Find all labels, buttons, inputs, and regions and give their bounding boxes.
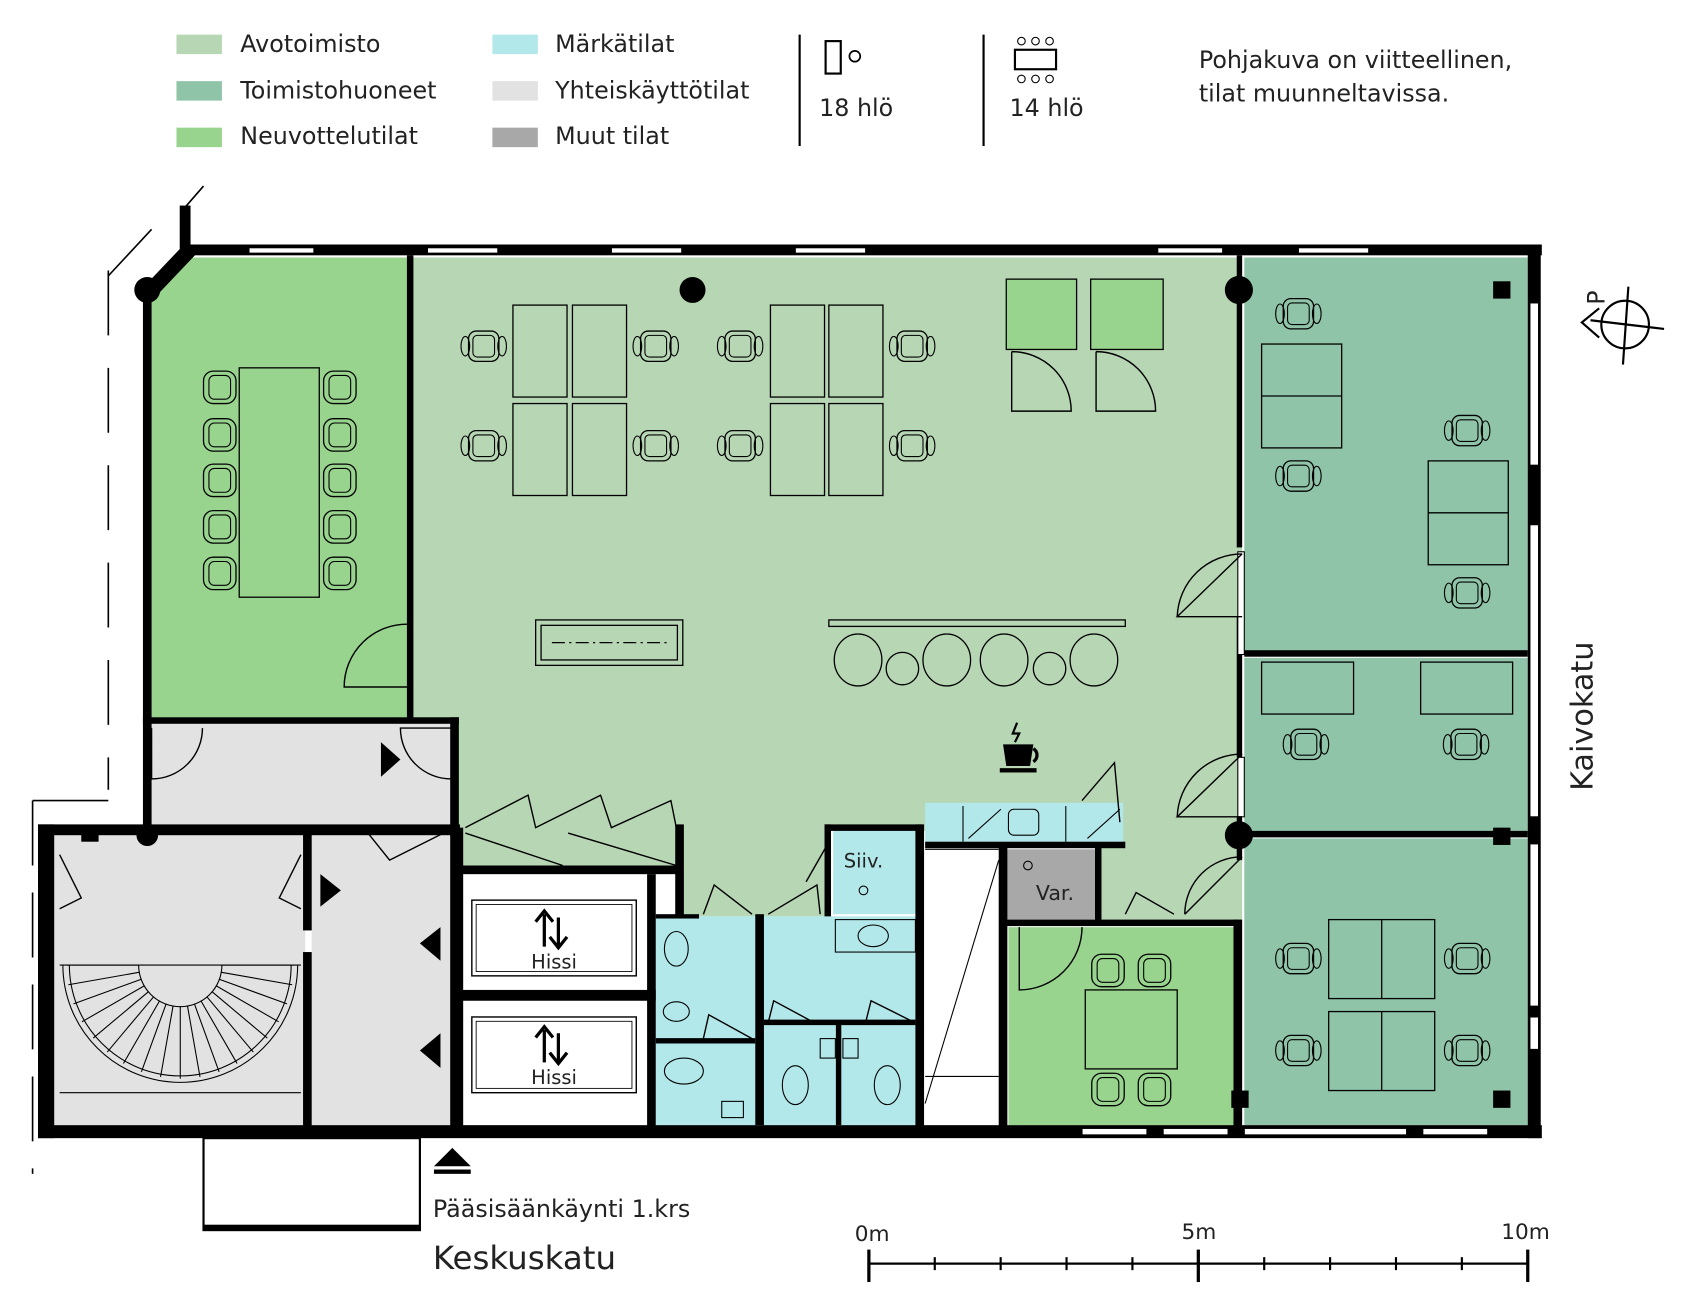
stair-tread [140,1003,167,1072]
elevator-2: Hissi [471,1016,637,1094]
compass-label: P [1583,290,1611,304]
column [136,824,159,847]
elevator-arrows-icon [534,908,569,951]
legend-label: Toimistohuoneet [239,76,436,104]
legend-swatch-markatilat [492,34,538,55]
stair-tread [106,996,155,1053]
workstation-icon [824,40,862,75]
stair-tread [211,991,268,1039]
legend-swatch-neuvottelu [176,127,222,148]
scale-bar: 0m 5m 10m [855,1220,1550,1283]
column [679,276,706,303]
capacity-workstations: 18 hlö [819,94,893,122]
column [1224,275,1253,305]
scale-label: 5m [1181,1220,1216,1245]
legend-label: Märkätilat [555,30,674,58]
elevator-arrows-icon [534,1024,569,1067]
legend-swatch-avotoimisto [176,34,222,55]
stair-tread [81,985,145,1023]
phone-booth [1090,278,1164,351]
coffee-icon [999,722,1039,773]
conference-table [202,367,357,598]
storage-room [1006,849,1097,920]
stair-tread [186,1005,201,1078]
stair-tread [206,996,254,1053]
storage-room-label: Var. [1036,881,1074,905]
office-furniture [1084,297,1514,1107]
stair-tread [215,985,279,1023]
stair-tread [220,971,293,986]
stair-tread [73,978,142,1005]
stair-tread [218,978,288,1005]
workstations [460,278,1164,687]
cleaning-room [833,829,918,915]
spiral-stair [59,848,1000,1104]
stair-tread [193,1003,220,1072]
scale-label: 0m [855,1222,890,1247]
meeting-room-small [1008,927,1236,1126]
legend-label: Yhteiskäyttötilat [554,76,749,104]
meeting-table-icon [1013,36,1058,84]
elevator-label: Hissi [531,950,577,973]
scale-label: 10m [1501,1220,1550,1245]
elevator-1: Hissi [471,899,637,977]
phone-booth [1005,278,1078,351]
legend-label: Avotoimisto [240,30,380,58]
elevator-shaft-1 [463,876,648,990]
room-fills [54,257,1528,1126]
column [134,276,161,303]
kitchen-fixtures [962,806,1121,842]
meeting-room-large [146,257,412,720]
column [1224,821,1253,850]
street-label-south: Keskuskatu [433,1239,616,1277]
lobby [311,835,451,1126]
direction-arrow-icon [320,742,441,1068]
cleaning-room-label: Siiv. [844,850,883,873]
street-label-east: Kaivokatu [1566,642,1601,791]
open-office [411,257,1243,831]
legend: Avotoimisto Toimistohuoneet Neuvotteluti… [176,30,1512,150]
plan-note: Pohjakuva on viitteellinen, [1199,46,1512,74]
legend-swatch-toimisto [176,81,222,101]
corridor [146,722,455,828]
stair-tread [68,971,140,986]
doors [59,350,1243,1040]
office-room-2 [1244,657,1528,834]
legend-swatch-yhteis [492,81,538,101]
capacity-meeting: 14 hlö [1010,94,1084,122]
legend-label: Neuvottelutilat [240,122,418,150]
stair-tread [122,1000,161,1064]
windows [248,247,1540,1136]
office-room-1 [1244,257,1528,653]
north-compass-icon [1580,286,1665,365]
plan-note: tilat muunneltavissa. [1199,80,1449,108]
stair-tread [200,1000,238,1064]
entrance-icon [433,1147,471,1174]
stair-tread [92,991,150,1039]
legend-swatch-muut [492,127,538,148]
restroom-fixtures [655,860,1033,1126]
office-room-3 [1244,838,1528,1126]
entrance-canopy [31,185,421,1232]
legend-label: Muut tilat [555,122,669,150]
stair-tread [160,1005,174,1078]
elevator-label: Hissi [531,1066,577,1089]
entrance-label: Pääsisäänkäynti 1.krs [433,1195,690,1223]
